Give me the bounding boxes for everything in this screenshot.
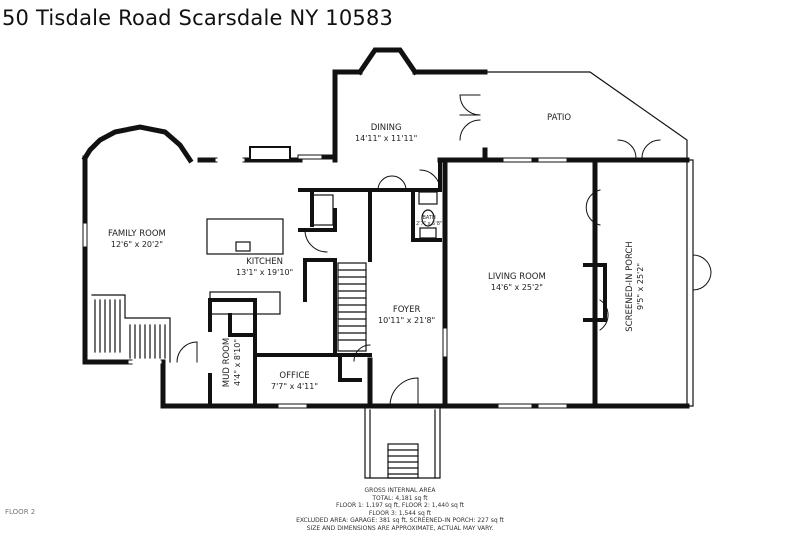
room-kitchen: KITCHEN 13'1" x 19'10" bbox=[236, 257, 293, 278]
room-name: MUD ROOM bbox=[222, 337, 233, 388]
area-heading: GROSS INTERNAL AREA bbox=[364, 487, 436, 494]
room-dimensions: 9'5" x 25'2" bbox=[635, 262, 645, 311]
room-family: FAMILY ROOM 12'6" x 20'2" bbox=[108, 229, 166, 250]
room-dimensions: 13'1" x 19'10" bbox=[236, 267, 294, 277]
area-floor-3: FLOOR 3: 1,544 sq ft bbox=[368, 509, 432, 517]
room-dimensions: 7'7" x 4'11" bbox=[271, 381, 319, 391]
room-foyer: FOYER 10'11" x 21'8" bbox=[378, 305, 435, 326]
room-porch: SCREENED-IN PORCH 9'5" x 25'2" bbox=[625, 241, 646, 332]
page-title: 50 Tisdale Road Scarsdale NY 10583 bbox=[2, 6, 394, 30]
area-total: TOTAL: 4,181 sq ft bbox=[372, 494, 428, 502]
room-dining: DINING 14'11" x 11'11" bbox=[355, 123, 417, 144]
room-dimensions: 4'4" x 8'10" bbox=[232, 338, 242, 387]
exterior-walls bbox=[81, 47, 690, 409]
area-excluded: EXCLUDED AREA: GARAGE: 381 sq ft, SCREEN… bbox=[296, 517, 504, 525]
area-disclaimer: SIZE AND DIMENSIONS ARE APPROXIMATE, ACT… bbox=[306, 524, 494, 532]
thin-lines bbox=[91, 71, 694, 479]
room-mud: MUD ROOM 4'4" x 8'10" bbox=[222, 338, 243, 387]
room-dimensions: 14'6" x 25'2" bbox=[490, 282, 543, 292]
room-name: BATH bbox=[422, 215, 436, 221]
room-name: DINING bbox=[370, 123, 402, 133]
room-living: LIVING ROOM 14'6" x 25'2" bbox=[488, 272, 546, 293]
area-floors-1-2: FLOOR 1: 1,197 sq ft, FLOOR 2: 1,440 sq … bbox=[335, 502, 465, 510]
floor-label: FLOOR 2 bbox=[5, 508, 36, 516]
area-summary: GROSS INTERNAL AREA TOTAL: 4,181 sq ft F… bbox=[0, 487, 800, 533]
room-patio: PATIO bbox=[547, 113, 571, 124]
room-name: LIVING ROOM bbox=[488, 272, 546, 282]
room-bath: BATH 2'7" x 5'8" bbox=[416, 215, 442, 227]
room-name: SCREENED-IN PORCH bbox=[624, 241, 635, 332]
room-name: FOYER bbox=[392, 305, 421, 315]
room-dimensions: 2'7" x 5'8" bbox=[416, 221, 443, 227]
room-dimensions: 10'11" x 21'8" bbox=[378, 315, 436, 325]
room-name: KITCHEN bbox=[246, 257, 284, 267]
room-name: OFFICE bbox=[279, 371, 310, 381]
windows bbox=[83, 155, 567, 408]
room-dimensions: 12'6" x 20'2" bbox=[110, 239, 163, 249]
room-dimensions: 14'11" x 11'11" bbox=[355, 133, 418, 143]
doors bbox=[176, 94, 712, 407]
room-office: OFFICE 7'7" x 4'11" bbox=[271, 371, 318, 392]
room-name: PATIO bbox=[547, 113, 572, 123]
room-name: FAMILY ROOM bbox=[108, 229, 166, 239]
